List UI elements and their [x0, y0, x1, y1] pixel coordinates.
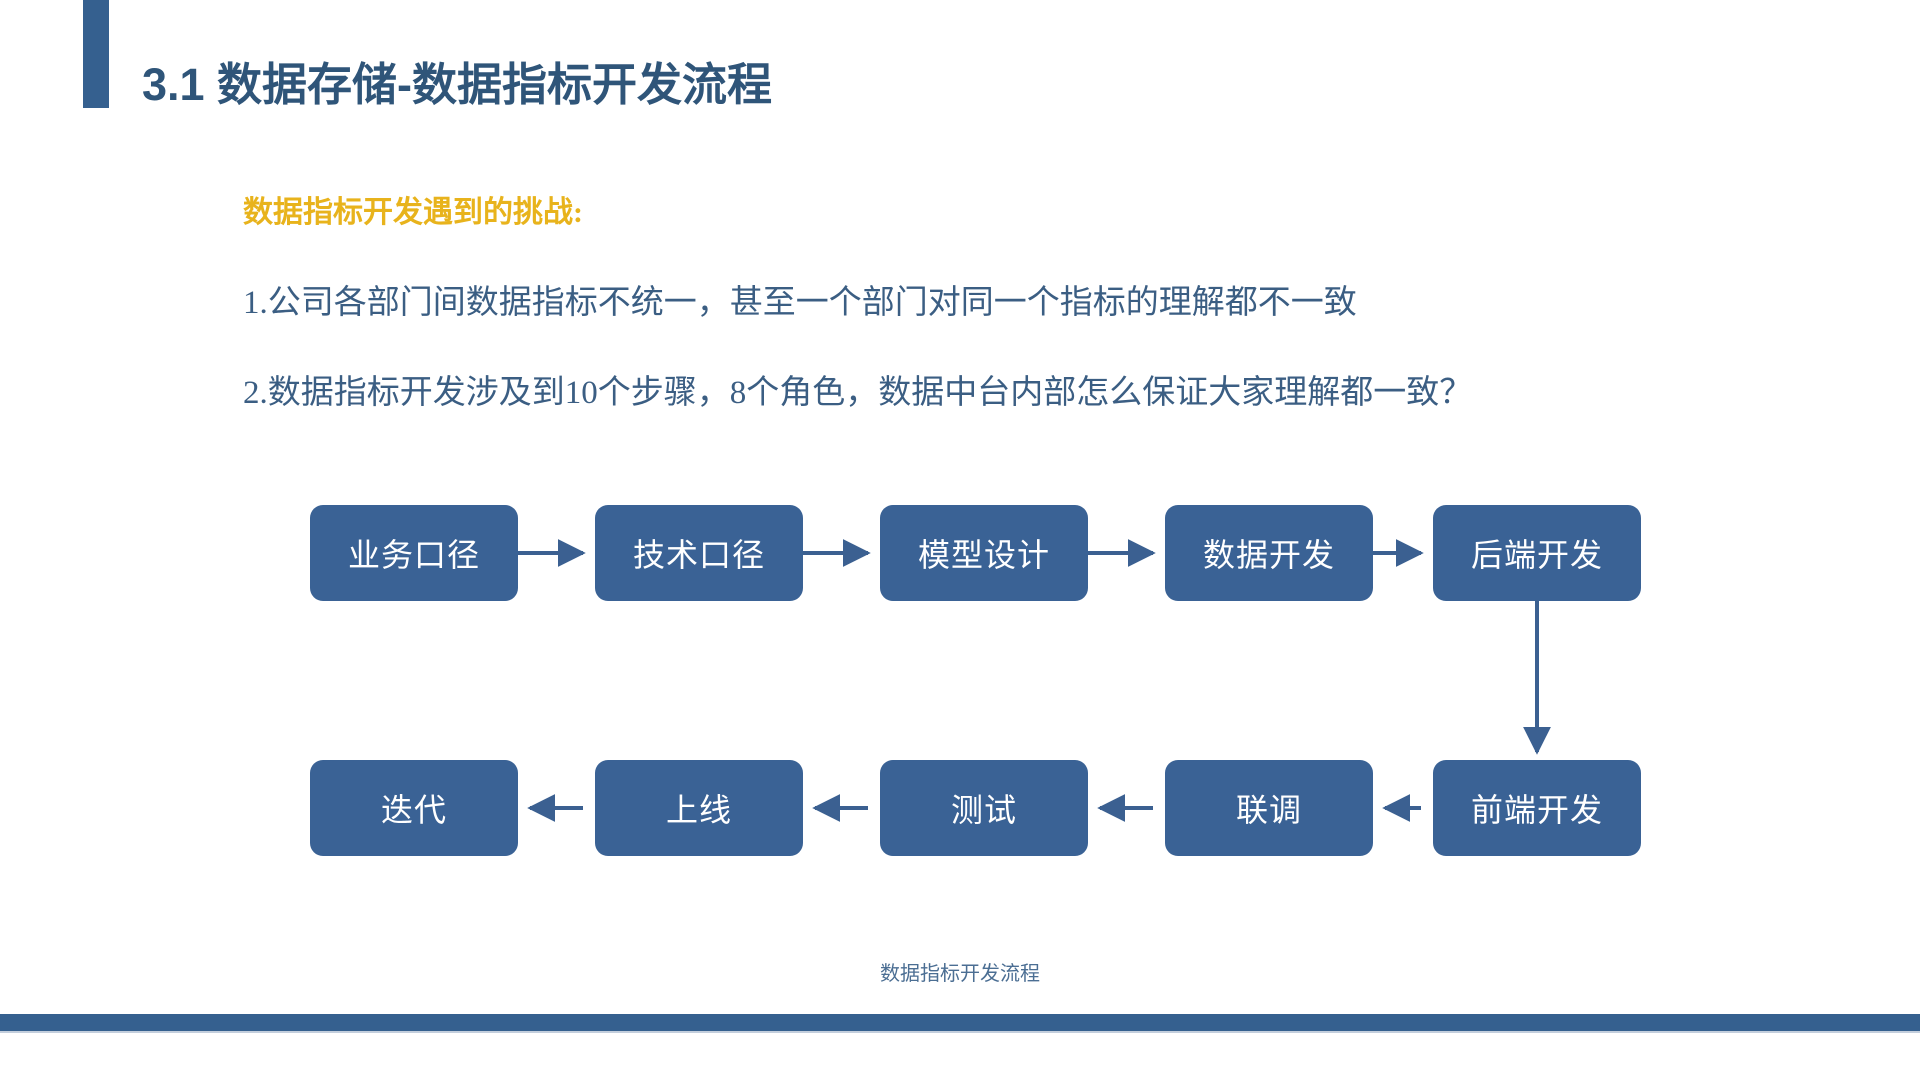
- flow-node-iteration[interactable]: 迭代: [310, 760, 518, 856]
- challenge-heading: 数据指标开发遇到的挑战:: [243, 196, 583, 229]
- flow-node-testing[interactable]: 测试: [880, 760, 1088, 856]
- flow-node-data-development[interactable]: 数据开发: [1165, 505, 1373, 601]
- flow-node-label: 测试: [950, 792, 1017, 828]
- flow-node-label: 后端开发: [1470, 537, 1603, 573]
- flow-node-label: 技术口径: [632, 537, 765, 573]
- footer-divider: [0, 1031, 1920, 1033]
- flow-node-label: 联调: [1235, 792, 1302, 828]
- flow-node-label: 模型设计: [917, 537, 1050, 573]
- figure-caption: 数据指标开发流程: [880, 963, 1040, 985]
- flow-node-label: 上线: [665, 792, 732, 828]
- title-accent-bar: [83, 0, 109, 108]
- flow-node-label: 前端开发: [1470, 792, 1603, 828]
- flow-node-technical-definition[interactable]: 技术口径: [595, 505, 803, 601]
- flow-node-frontend-development[interactable]: 前端开发: [1433, 760, 1641, 856]
- flow-node-model-design[interactable]: 模型设计: [880, 505, 1088, 601]
- flow-node-integration-test[interactable]: 联调: [1165, 760, 1373, 856]
- flow-node-business-definition[interactable]: 业务口径: [310, 505, 518, 601]
- bullet-item-2: 2.数据指标开发涉及到10个步骤，8个角色，数据中台内部怎么保证大家理解都一致？: [243, 375, 1473, 411]
- bullet-item-1: 1.公司各部门间数据指标不统一，甚至一个部门对同一个指标的理解都不一致: [243, 285, 1357, 321]
- page-title: 3.1 数据存储-数据指标开发流程: [142, 59, 773, 110]
- flow-node-label: 迭代: [380, 792, 447, 828]
- footer-bar: [0, 1014, 1920, 1031]
- flow-node-label: 数据开发: [1202, 537, 1335, 573]
- flow-node-label: 业务口径: [347, 537, 480, 573]
- flow-node-release[interactable]: 上线: [595, 760, 803, 856]
- flow-node-backend-development[interactable]: 后端开发: [1433, 505, 1641, 601]
